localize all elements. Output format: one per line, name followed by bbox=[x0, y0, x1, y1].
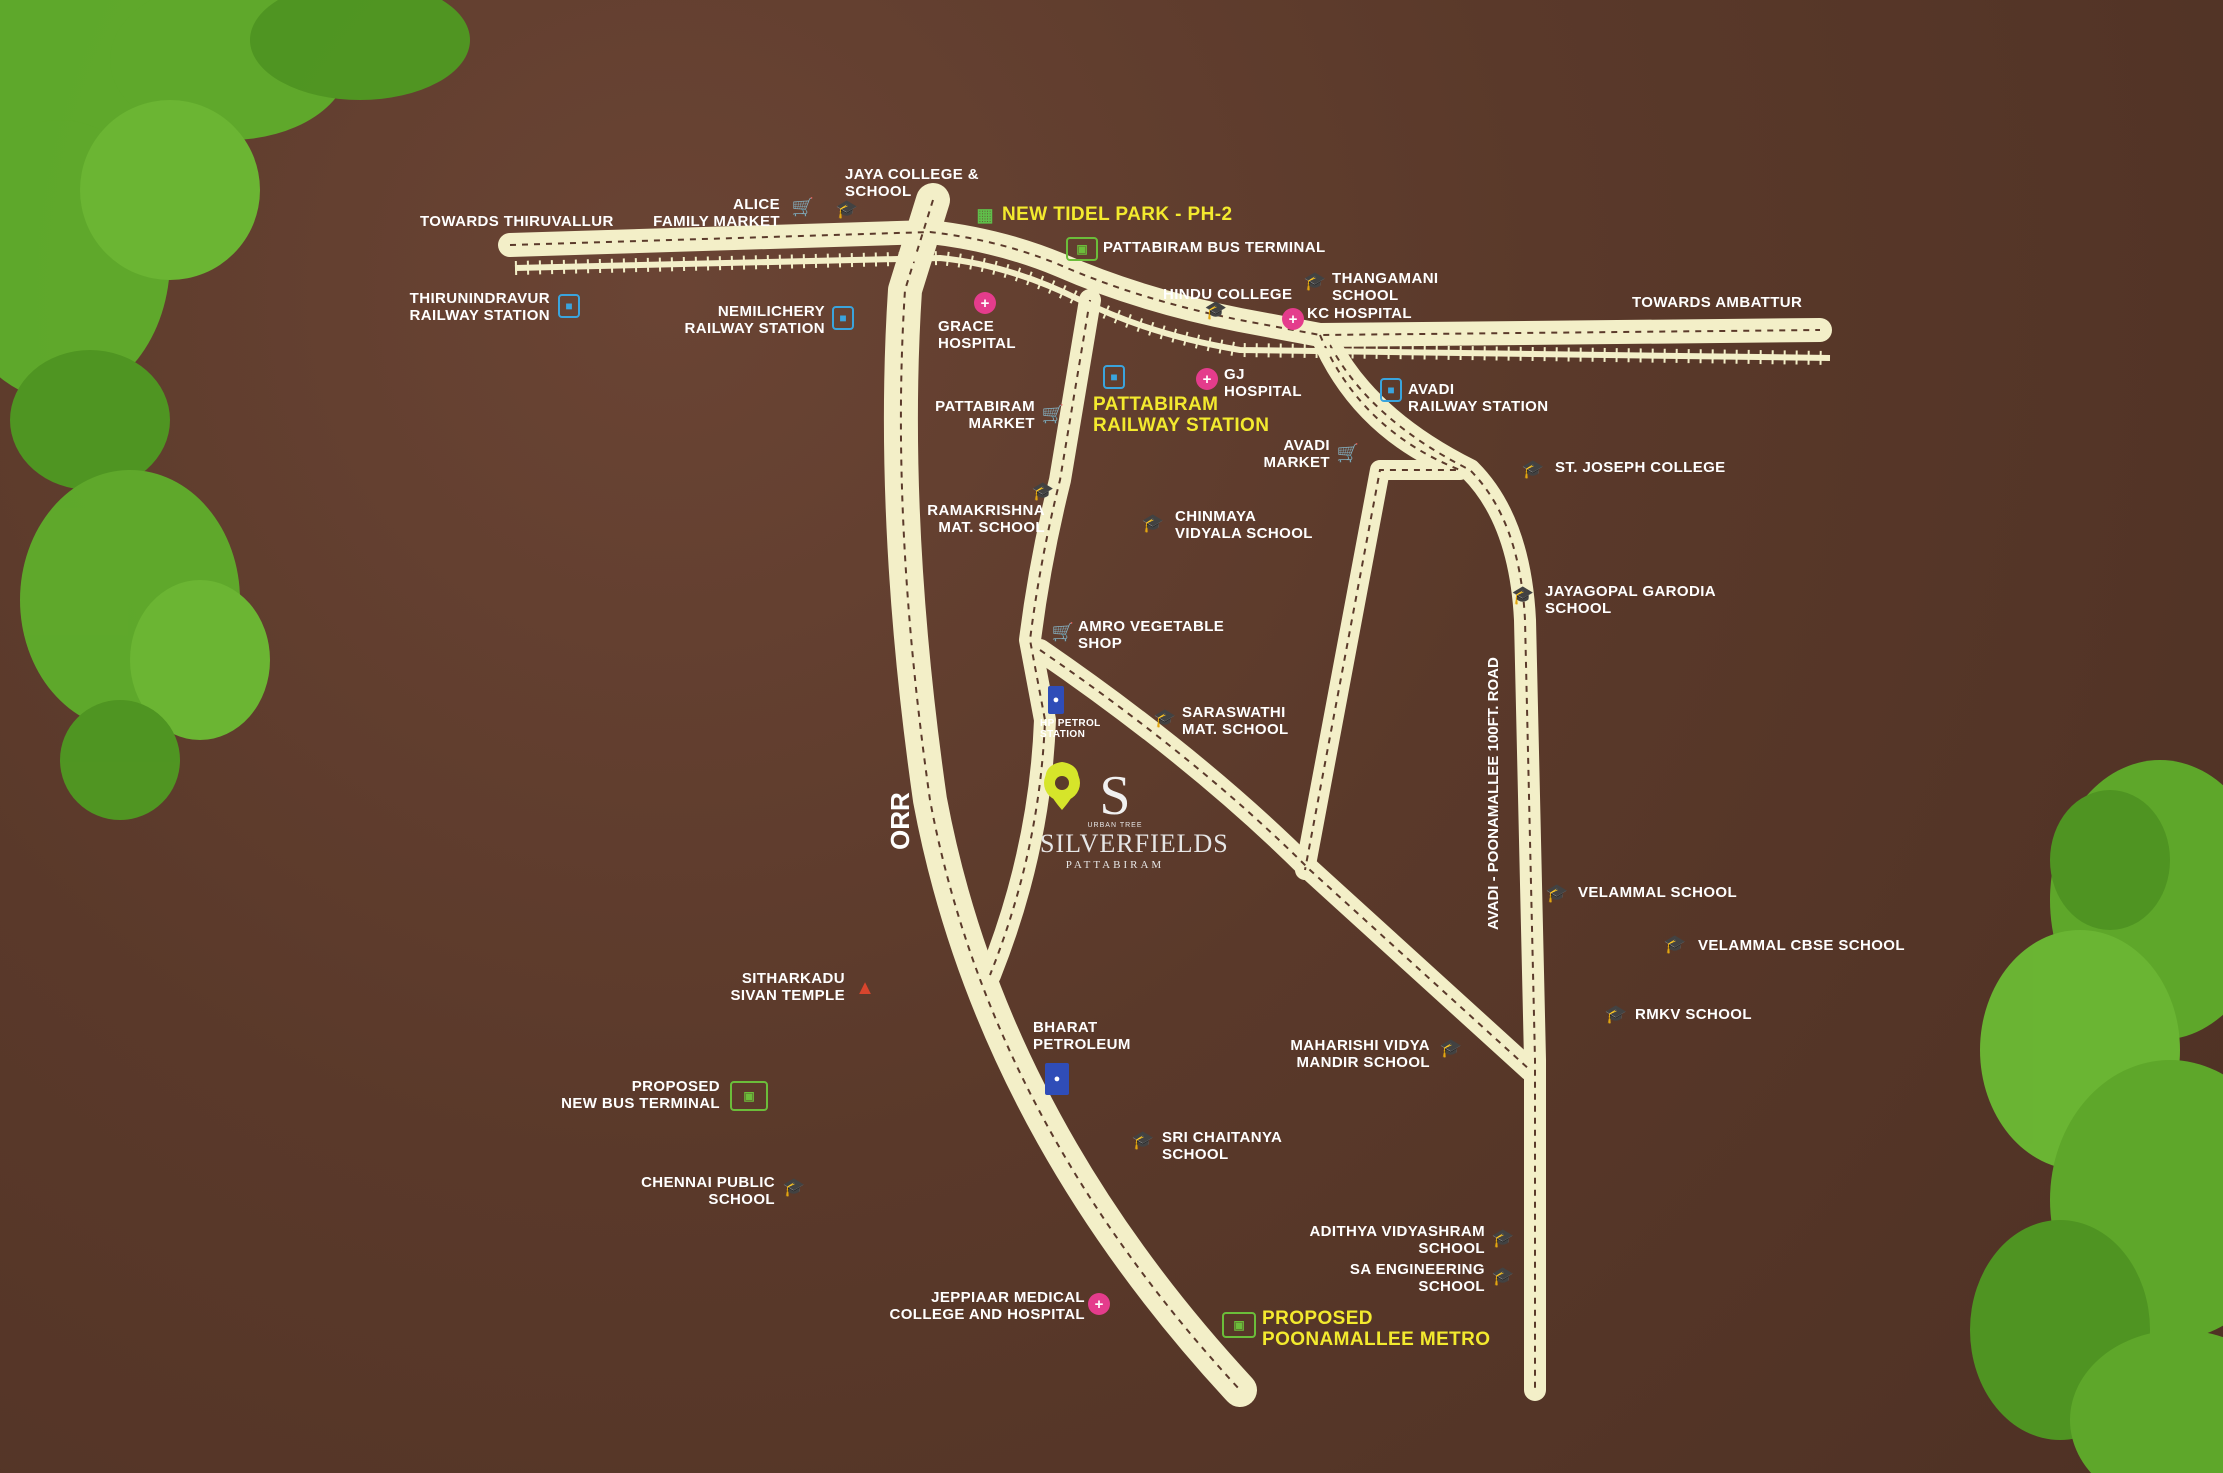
graduation-cap-icon: 🎓 bbox=[1511, 584, 1535, 605]
fuel-pump-icon: ● bbox=[1048, 686, 1064, 714]
logo-monogram: S bbox=[1099, 765, 1131, 827]
kc-hospital-label: KC HOSPITAL bbox=[1307, 305, 1412, 322]
velammal-school-label: VELAMMAL SCHOOL bbox=[1578, 884, 1738, 901]
graduation-cap-icon: 🎓 bbox=[1663, 933, 1687, 954]
rmkv-school-label: RMKV SCHOOL bbox=[1635, 1006, 1752, 1023]
metro-icon: ▣ bbox=[1222, 1312, 1256, 1338]
train-icon: ■ bbox=[832, 306, 854, 330]
st-joseph-college-label: ST. JOSEPH COLLEGE bbox=[1555, 459, 1726, 476]
railway-line bbox=[514, 250, 1831, 365]
foliage-bottom-right bbox=[1970, 760, 2223, 1473]
avadi-poonamallee-road-label: AVADI - POONAMALLEE 100FT. ROAD bbox=[1485, 657, 1502, 930]
logo-area: PATTABIRAM bbox=[1065, 859, 1165, 871]
road-dashes bbox=[509, 199, 1821, 1391]
graduation-cap-icon: 🎓 bbox=[1204, 299, 1228, 320]
graduation-cap-icon: 🎓 bbox=[1141, 512, 1165, 533]
hospital-icon: + bbox=[1282, 308, 1304, 330]
fuel-pump-icon: ● bbox=[1045, 1063, 1069, 1095]
graduation-cap-icon: 🎓 bbox=[1439, 1037, 1463, 1058]
hospital-icon: + bbox=[974, 292, 996, 314]
graduation-cap-icon: 🎓 bbox=[1604, 1003, 1628, 1024]
graduation-cap-icon: 🎓 bbox=[1521, 458, 1545, 479]
tidel-park-icon: ▦ bbox=[976, 204, 994, 225]
bus-icon: ▣ bbox=[1066, 237, 1098, 261]
graduation-cap-icon: 🎓 bbox=[1031, 480, 1055, 501]
train-icon: ■ bbox=[1103, 365, 1125, 389]
towards-ambattur-label: TOWARDS AMBATTUR bbox=[1632, 294, 1803, 311]
temple-icon: ▲ bbox=[855, 976, 875, 999]
logo-tag: URBAN TREE bbox=[1087, 822, 1143, 829]
bus-icon: ▣ bbox=[730, 1081, 768, 1111]
hospital-icon: + bbox=[1196, 368, 1218, 390]
velammal-cbse-label: VELAMMAL CBSE SCHOOL bbox=[1698, 937, 1905, 954]
shopping-cart-icon: 🛒 bbox=[1041, 403, 1065, 424]
train-icon: ■ bbox=[1380, 378, 1402, 402]
jaya-college-label: JAYA COLLEGE &SCHOOL bbox=[845, 166, 979, 200]
hindu-college-label: HINDU COLLEGE bbox=[1163, 286, 1293, 303]
graduation-cap-icon: 🎓 bbox=[835, 198, 859, 219]
train-icon: ■ bbox=[558, 294, 580, 318]
shopping-cart-icon: 🛒 bbox=[791, 196, 815, 217]
graduation-cap-icon: 🎓 bbox=[1491, 1265, 1515, 1286]
foliage-top-left bbox=[0, 0, 470, 820]
hospital-icon: + bbox=[1088, 1293, 1110, 1315]
new-tidel-park-label: NEW TIDEL PARK - PH-2 bbox=[1002, 204, 1233, 225]
graduation-cap-icon: 🎓 bbox=[1491, 1227, 1515, 1248]
graduation-cap-icon: 🎓 bbox=[1131, 1129, 1155, 1150]
shopping-cart-icon: 🛒 bbox=[1336, 442, 1360, 463]
graduation-cap-icon: 🎓 bbox=[782, 1176, 806, 1197]
bus-terminal-label: PATTABIRAM BUS TERMINAL bbox=[1103, 239, 1326, 256]
project-location-pin bbox=[1044, 762, 1080, 810]
shopping-cart-icon: 🛒 bbox=[1051, 621, 1075, 642]
logo-name: SILVERFIELDS bbox=[1040, 829, 1229, 858]
silverfields-logo: S URBAN TREE SILVERFIELDS PATTABIRAM bbox=[1040, 765, 1229, 871]
towards-thiruvallur-label: TOWARDS THIRUVALLUR bbox=[420, 213, 614, 230]
graduation-cap-icon: 🎓 bbox=[1153, 707, 1177, 728]
graduation-cap-icon: 🎓 bbox=[1303, 270, 1327, 291]
graduation-cap-icon: 🎓 bbox=[1545, 882, 1569, 903]
orr-road-label: ORR bbox=[885, 792, 915, 850]
